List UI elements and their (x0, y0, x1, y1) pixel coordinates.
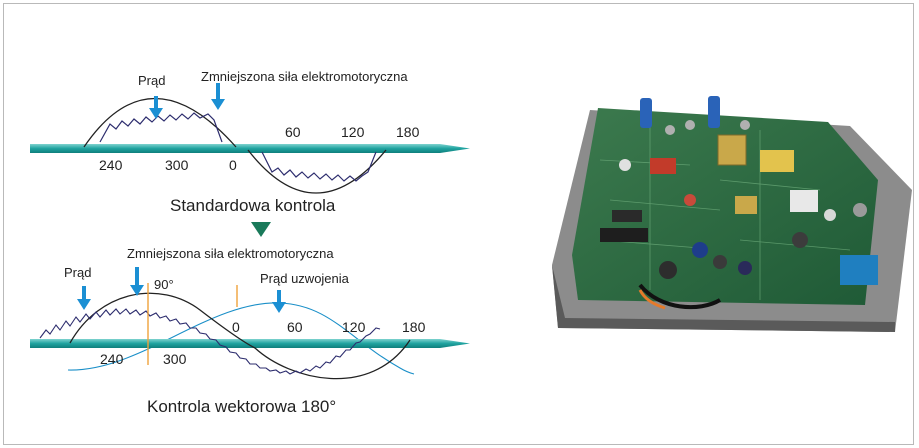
standard-caption: Standardowa kontrola (170, 196, 336, 215)
standard-tick-120: 120 (341, 124, 365, 140)
vector-tick-240: 240 (100, 351, 124, 367)
standard-tick-60: 60 (285, 124, 301, 140)
standard-emf-arrow-icon (211, 83, 225, 110)
vector-tick-300: 300 (163, 351, 187, 367)
vector-current-arrow-icon (77, 286, 91, 310)
standard-emf-label: Zmniejszona siła elektromotoryczna (201, 69, 408, 84)
transition-triangle-icon (251, 222, 271, 237)
standard-control-diagram: Prąd Zmniejszona siła elektromotoryczna … (30, 69, 470, 215)
winding-current-arrow-icon (272, 290, 286, 313)
standard-emf-curve-negative (248, 150, 386, 193)
vector-tick-60: 60 (287, 319, 303, 335)
vector-tick-120: 120 (342, 319, 366, 335)
standard-tick-180: 180 (396, 124, 420, 140)
standard-tick-300: 300 (165, 157, 189, 173)
vector-emf-arrow-icon (130, 267, 144, 296)
vector-current-label: Prąd (64, 265, 91, 280)
vector-tick-180: 180 (402, 319, 426, 335)
angle-90-label: 90° (154, 277, 174, 292)
winding-current-label: Prąd uzwojenia (260, 271, 350, 286)
vector-caption: Kontrola wektorowa 180° (147, 397, 336, 416)
vector-control-diagram-section: Zmniejszona siła elektromotoryczna Prąd … (30, 246, 470, 416)
standard-tick-240: 240 (99, 157, 123, 173)
standard-current-arrow-icon (149, 96, 163, 119)
vector-tick-0: 0 (232, 319, 240, 335)
vector-emf-label: Zmniejszona siła elektromotoryczna (127, 246, 334, 261)
vector-axis (30, 339, 470, 348)
circuit-board-photo (552, 96, 912, 332)
standard-emf-curve-positive (84, 99, 236, 148)
standard-tick-0: 0 (229, 157, 237, 173)
standard-current-label: Prąd (138, 73, 165, 88)
